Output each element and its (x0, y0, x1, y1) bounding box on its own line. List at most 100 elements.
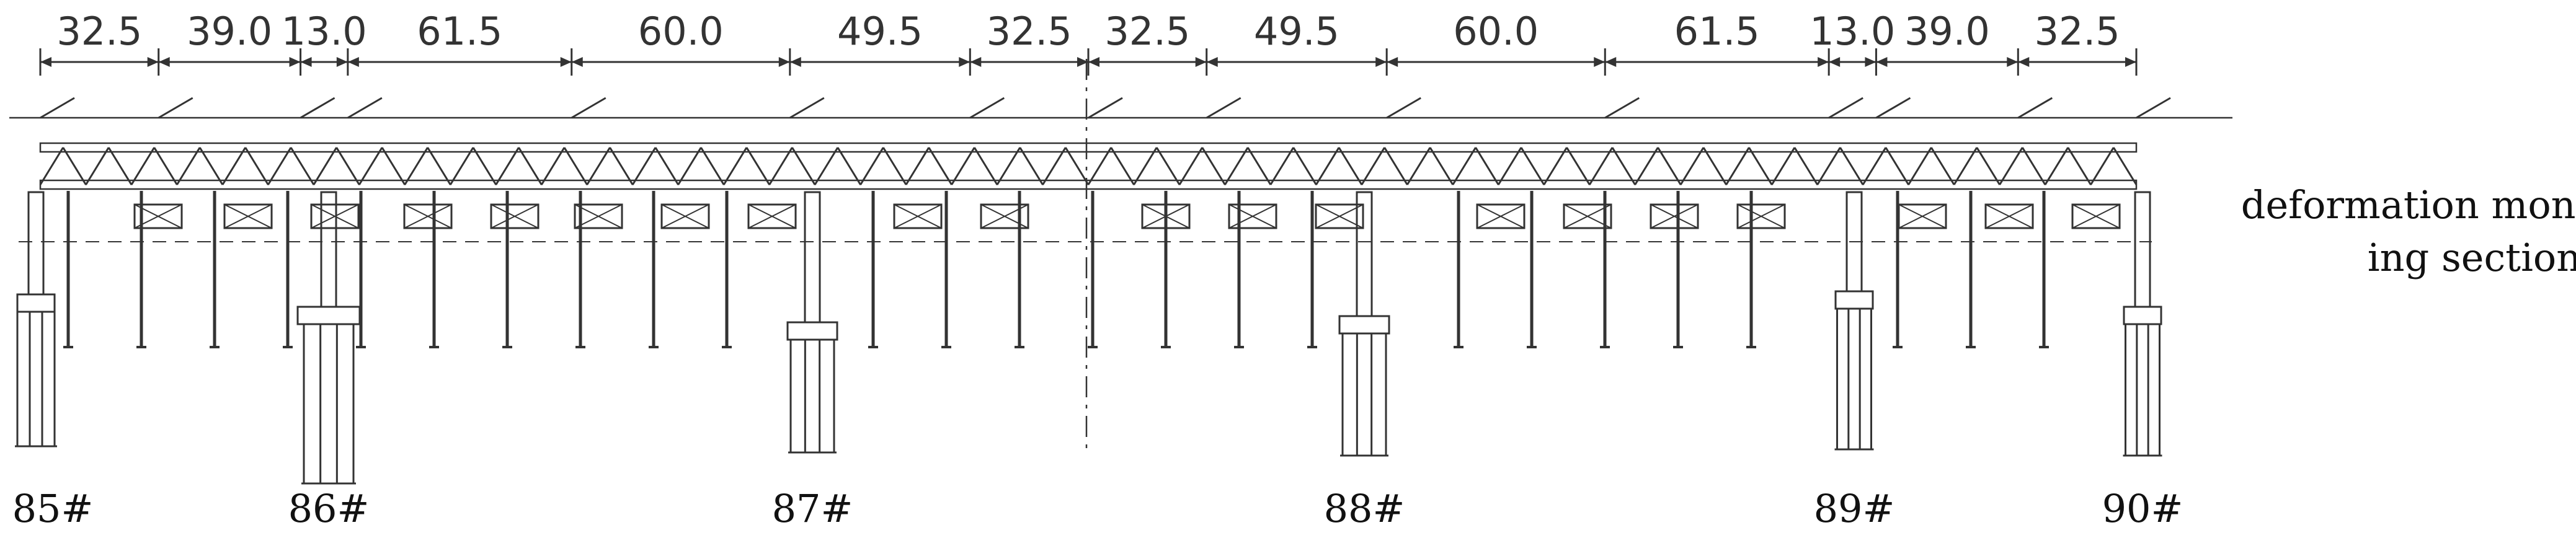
span-length-label: 39.0 (1904, 9, 1990, 54)
dimension-arrow-right (289, 57, 301, 67)
dimension-arrow-right (1375, 57, 1387, 67)
dimension-arrow-right (1195, 57, 1207, 67)
support-frame (310, 203, 360, 229)
support-frame (1563, 203, 1612, 229)
span-length-label: 49.5 (1254, 9, 1339, 54)
monitoring-section-marker (969, 97, 1005, 119)
legend-line-2: ing section (2368, 235, 2576, 280)
dimension-arrow-left (40, 57, 51, 67)
pile-cap (2123, 306, 2162, 325)
frame-brace (1142, 204, 1190, 229)
support-frame (1141, 203, 1191, 229)
monitoring-section-marker (789, 97, 825, 119)
pile-cap (1834, 290, 1874, 310)
dimension-arrow-left (347, 57, 359, 67)
monitoring-section-marker (1386, 97, 1421, 119)
monitoring-section-marker (2136, 97, 2171, 119)
dimension-arrow-right (560, 57, 572, 67)
pier-column (320, 191, 337, 308)
dimension-arrow-left (1206, 57, 1218, 67)
monitoring-section-marker (2017, 97, 2053, 119)
support-frame (1228, 203, 1277, 229)
monitoring-section-markers (40, 97, 2171, 119)
truss-top-chord (39, 142, 2138, 153)
frame-brace (1477, 204, 1525, 229)
frame-brace (491, 204, 539, 229)
pile-cap (16, 293, 56, 313)
dimension-arrow-right (1077, 57, 1088, 67)
span-length-label: 13.0 (1810, 9, 1895, 54)
span-length-label: 49.5 (837, 9, 923, 54)
temporary-supports (19, 59, 2152, 452)
dimension-arrow-left (571, 57, 583, 67)
monitoring-section-marker (1828, 97, 1863, 119)
dimension-arrow-left (1088, 57, 1099, 67)
dimension-arrow-left (2018, 57, 2030, 67)
dimension-arrow-left (1387, 57, 1398, 67)
support-frame (1476, 203, 1526, 229)
frame-brace (134, 204, 182, 229)
frame-brace (311, 204, 359, 229)
span-length-label: 39.0 (187, 9, 272, 54)
span-length-label: 32.5 (56, 9, 142, 54)
span-length-label: 61.5 (1674, 9, 1760, 54)
pile-cap (1338, 315, 1390, 335)
dimension-arrow-left (970, 57, 982, 67)
frame-brace (894, 204, 942, 229)
pier-label: 87# (772, 486, 853, 531)
pier-label: 85# (12, 486, 94, 531)
dimension-arrow-right (959, 57, 970, 67)
legend-line-1: deformation monitor- (2241, 182, 2576, 227)
frame-brace (661, 204, 709, 229)
monitoring-section-marker (1206, 97, 1241, 119)
monitoring-section-marker (347, 97, 383, 119)
monitoring-section-marker (1604, 97, 1640, 119)
support-frame (1650, 203, 1699, 229)
frame-brace (1650, 204, 1699, 229)
pier-column (27, 191, 45, 296)
support-frame (2071, 203, 2121, 229)
dimension-arrow-left (300, 57, 312, 67)
pier-column (1356, 191, 1373, 317)
pier-column (2134, 191, 2151, 308)
support-frame (490, 203, 540, 229)
span-length-label: 32.5 (987, 9, 1072, 54)
frame-brace (1563, 204, 1612, 229)
dimension-arrow-left (789, 57, 801, 67)
monitoring-section-marker (1875, 97, 1911, 119)
pier-label: 86# (288, 486, 370, 531)
pier-label: 88# (1324, 486, 1405, 531)
truss-diagonals (39, 147, 2138, 185)
support-frame (1984, 203, 2034, 229)
support-frame (660, 203, 710, 229)
frame-brace (404, 204, 452, 229)
dimension-arrow-right (147, 57, 159, 67)
span-length-label: 32.5 (1104, 9, 1190, 54)
frame-brace (224, 204, 272, 229)
span-length-label: 32.5 (2035, 9, 2120, 54)
support-frame (1315, 203, 1364, 229)
frame-brace (1228, 204, 1277, 229)
frame-brace (748, 204, 796, 229)
frame-brace (1898, 204, 1947, 229)
monitoring-section-marker (40, 97, 75, 119)
support-frame (893, 203, 943, 229)
monitoring-section-marker (1088, 97, 1123, 119)
dimension-arrow-right (2125, 57, 2136, 67)
frame-brace (1737, 204, 1785, 229)
span-length-label: 60.0 (1453, 9, 1539, 54)
frame-brace (2072, 204, 2120, 229)
span-length-label: 13.0 (282, 9, 367, 54)
support-frame (1736, 203, 1786, 229)
dimension-arrow-right (2007, 57, 2019, 67)
frame-brace (1315, 204, 1364, 229)
truss-girder (9, 117, 2232, 190)
monitoring-section-marker (158, 97, 193, 119)
dimension-arrow-right (1594, 57, 1606, 67)
pier-label: 89# (1814, 486, 1895, 531)
dimension-arrow-left (1829, 57, 1841, 67)
frame-brace (980, 204, 1029, 229)
dimension-arrow-left (1605, 57, 1617, 67)
